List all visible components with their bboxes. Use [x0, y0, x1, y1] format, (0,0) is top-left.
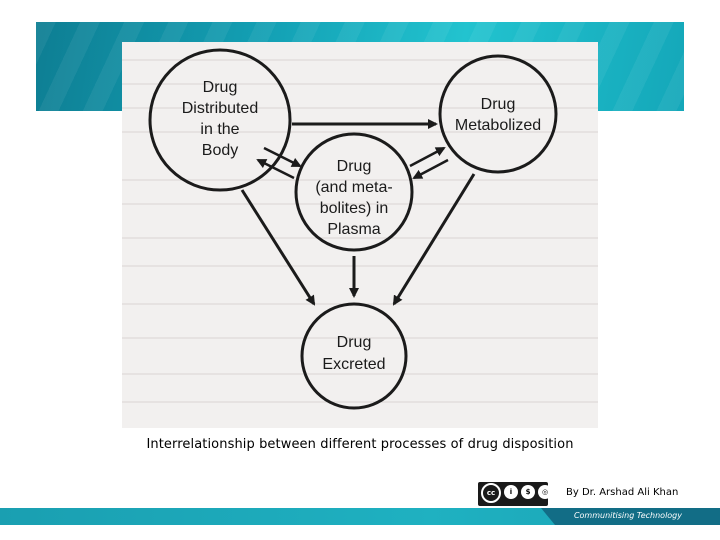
background-scan-texture [122, 59, 598, 403]
node-plasma-line-1: Drug [337, 158, 372, 175]
node-metabolized-line-2: Metabolized [455, 117, 541, 134]
node-distributed-circle [148, 48, 292, 192]
node-plasma-line-4: Plasma [327, 221, 380, 238]
footer-tagline: Communitising Technology [573, 511, 682, 520]
footer-dark-segment [541, 508, 720, 525]
node-distributed-line-2: Distributed [182, 100, 258, 117]
arrow-metabolized-to-excreted [392, 173, 476, 306]
node-plasma-circle [294, 132, 414, 252]
node-plasma-line-3: bolites) in [320, 200, 388, 217]
footer-bar: Communitising Technology [0, 508, 720, 525]
arrow-distributed-to-excreted [240, 189, 316, 306]
node-excreted-line-2: Excreted [322, 356, 385, 373]
sharealike-icon: ◎ [538, 485, 552, 499]
node-metabolized-circle [438, 54, 558, 174]
arrow-distributed-to-plasma [263, 146, 302, 168]
node-excreted-line-1: Drug [337, 334, 372, 351]
diagram-scan: Drug Distributed in the Body Drug Metabo… [122, 42, 598, 428]
arrow-plasma-to-distributed [256, 158, 295, 180]
node-distributed-line-1: Drug [203, 79, 238, 96]
attribution-icon: i [504, 485, 518, 499]
creative-commons-license-icon[interactable]: cc i $ ◎ [478, 482, 552, 506]
node-metabolized-line-1: Drug [481, 96, 516, 113]
node-plasma-line-2: (and meta- [315, 179, 392, 196]
author-credit: By Dr. Arshad Ali Khan [566, 487, 679, 498]
arrow-plasma-to-metabolized [409, 146, 446, 168]
figure-caption: Interrelationship between different proc… [146, 437, 574, 452]
noncommercial-icon: $ [521, 485, 535, 499]
node-excreted-circle [300, 302, 408, 410]
drug-disposition-diagram: Drug Distributed in the Body Drug Metabo… [122, 48, 598, 410]
cc-icon: cc [481, 483, 501, 503]
arrow-metabolized-to-plasma [412, 158, 449, 180]
node-distributed-line-4: Body [202, 142, 238, 159]
footer-edge [0, 525, 720, 540]
node-distributed-line-3: in the [200, 121, 239, 138]
